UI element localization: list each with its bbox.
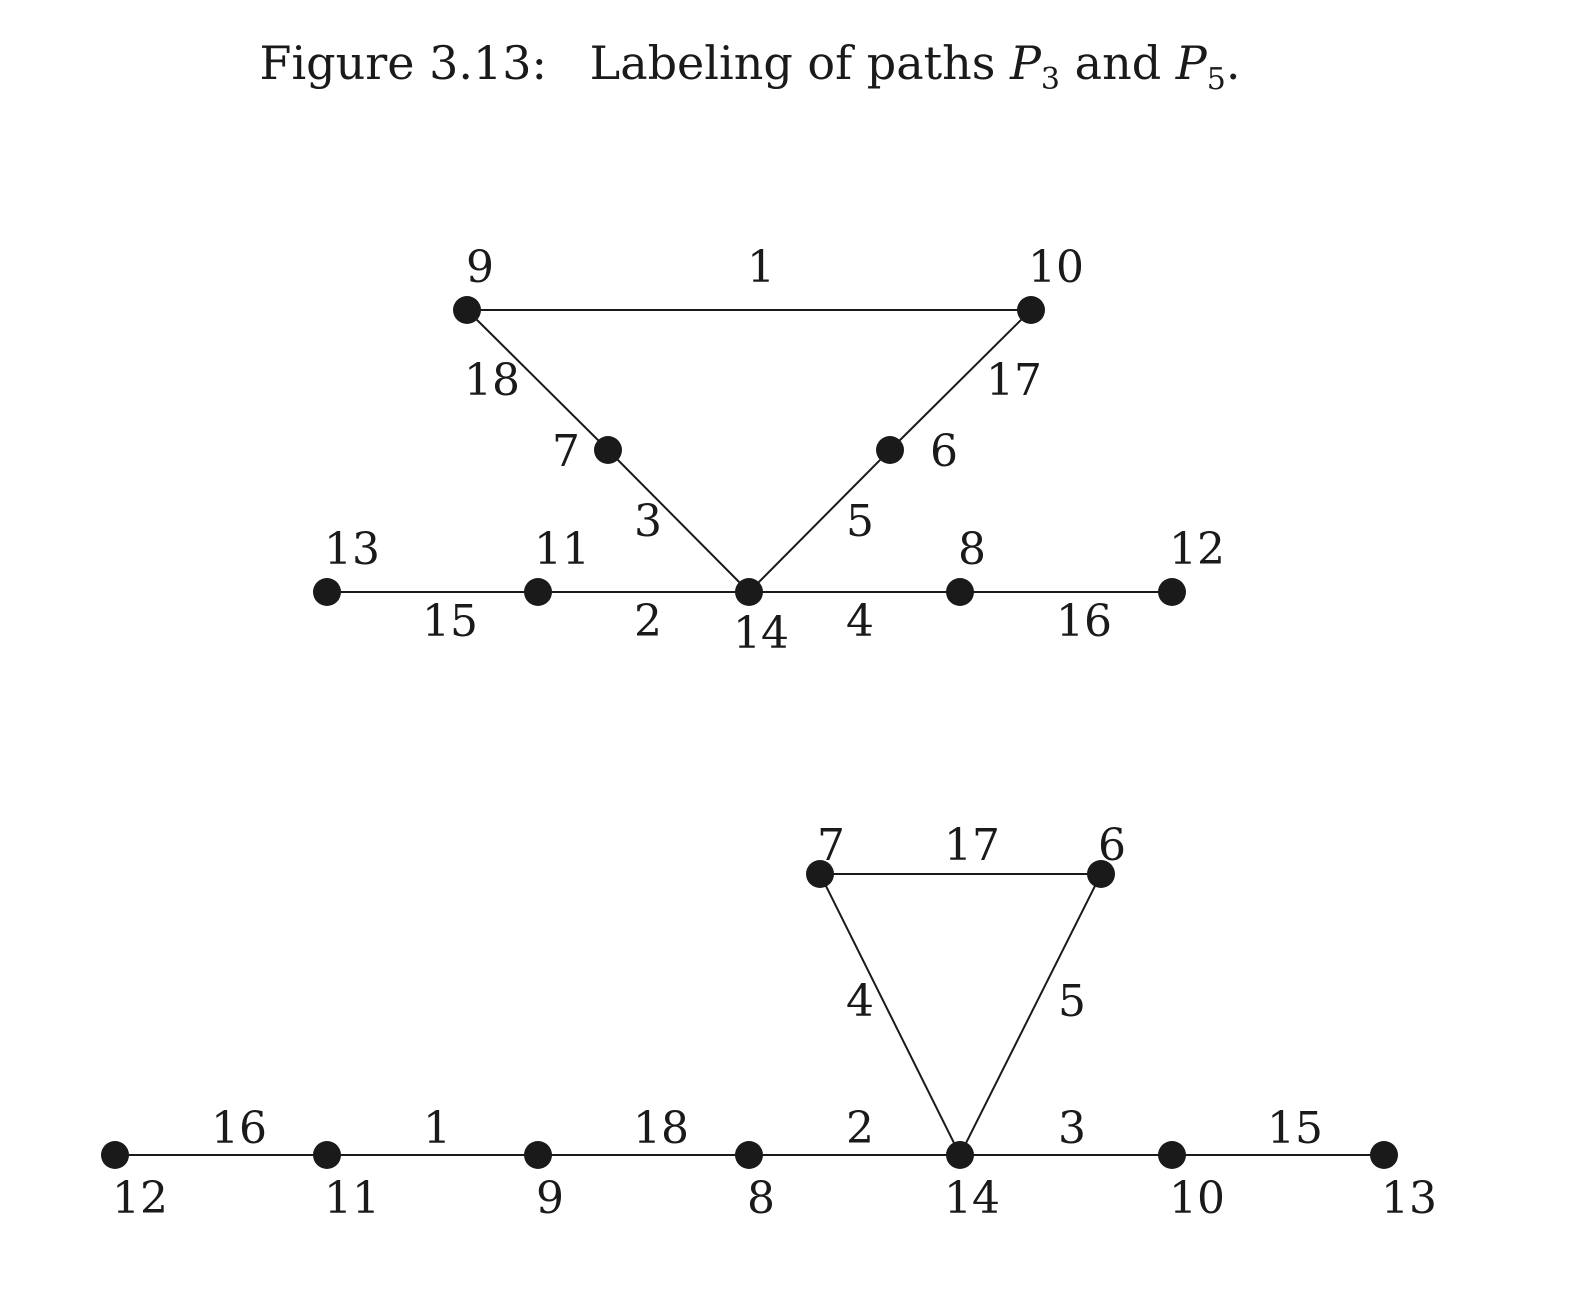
edge-label: 4 (846, 596, 874, 647)
vertex-11 (524, 578, 552, 606)
vertex-label: 8 (958, 524, 986, 575)
vertex-label: 10 (1169, 1173, 1225, 1224)
edge-label: 16 (211, 1103, 267, 1154)
vertex-label: 9 (536, 1173, 564, 1224)
edge-5 (748, 449, 891, 593)
vertex-10 (1158, 1141, 1186, 1169)
vertex-12 (101, 1141, 129, 1169)
edge-label: 15 (1267, 1103, 1323, 1154)
vertex-label: 11 (534, 524, 590, 575)
vertex-6 (1087, 860, 1115, 888)
edge-label: 18 (633, 1103, 689, 1154)
edge-4 (819, 873, 961, 1156)
vertex-label: 12 (112, 1173, 168, 1224)
caption-number: Figure 3.13: (259, 36, 548, 90)
vertex-label: 14 (733, 608, 789, 659)
vertex-11 (313, 1141, 341, 1169)
vertex-6 (876, 436, 904, 464)
vertex-label: 6 (1098, 820, 1126, 871)
vertex-label: 8 (747, 1173, 775, 1224)
edge-label: 3 (1058, 1103, 1086, 1154)
caption-and: and (1074, 36, 1162, 90)
vertex-7 (594, 436, 622, 464)
vertex-14 (946, 1141, 974, 1169)
edge-18 (466, 309, 609, 451)
vertex-8 (946, 578, 974, 606)
edge-label: 3 (634, 496, 662, 547)
edge-label: 2 (634, 596, 662, 647)
path-p3: P3 (1009, 36, 1061, 97)
edge-label: 1 (423, 1103, 451, 1154)
edge-5 (959, 873, 1102, 1156)
vertex-label: 7 (552, 426, 580, 477)
vertex-14 (735, 578, 763, 606)
vertex-label: 9 (466, 242, 494, 293)
edge-17 (889, 309, 1032, 451)
figure-caption: Figure 3.13: Labeling of paths P3 and P5… (259, 36, 1241, 97)
vertex-label: 12 (1169, 524, 1225, 575)
edge-label: 2 (846, 1103, 874, 1154)
edge-label: 4 (846, 976, 874, 1027)
edge-3 (607, 449, 750, 593)
edge-label: 15 (422, 596, 478, 647)
vertex-13 (313, 578, 341, 606)
edge-label: 1 (747, 242, 775, 293)
edge-label: 18 (464, 355, 520, 406)
path-p5: P5 (1175, 36, 1226, 97)
vertex-label: 13 (324, 524, 380, 575)
edge-label: 16 (1056, 596, 1112, 647)
edge-label: 17 (944, 820, 1000, 871)
vertex-13 (1370, 1141, 1398, 1169)
caption-text: Labeling of paths (589, 36, 996, 90)
vertex-8 (735, 1141, 763, 1169)
edge-label: 17 (986, 355, 1042, 406)
edge-label: 5 (1058, 976, 1086, 1027)
vertex-label: 10 (1028, 242, 1084, 293)
vertex-9 (453, 296, 481, 324)
vertex-label: 6 (930, 426, 958, 477)
vertex-12 (1158, 578, 1186, 606)
vertex-10 (1017, 296, 1045, 324)
vertex-label: 7 (817, 820, 845, 871)
edge-label: 5 (846, 496, 874, 547)
graph-p3: 1 18 3 17 5 15 2 4 16 9 10 7 6 13 11 14 8 12 (313, 242, 1225, 659)
vertex-7 (806, 860, 834, 888)
vertex-label: 11 (324, 1173, 380, 1224)
vertex-label: 13 (1381, 1173, 1437, 1224)
vertex-9 (524, 1141, 552, 1169)
vertex-label: 14 (944, 1173, 1000, 1224)
